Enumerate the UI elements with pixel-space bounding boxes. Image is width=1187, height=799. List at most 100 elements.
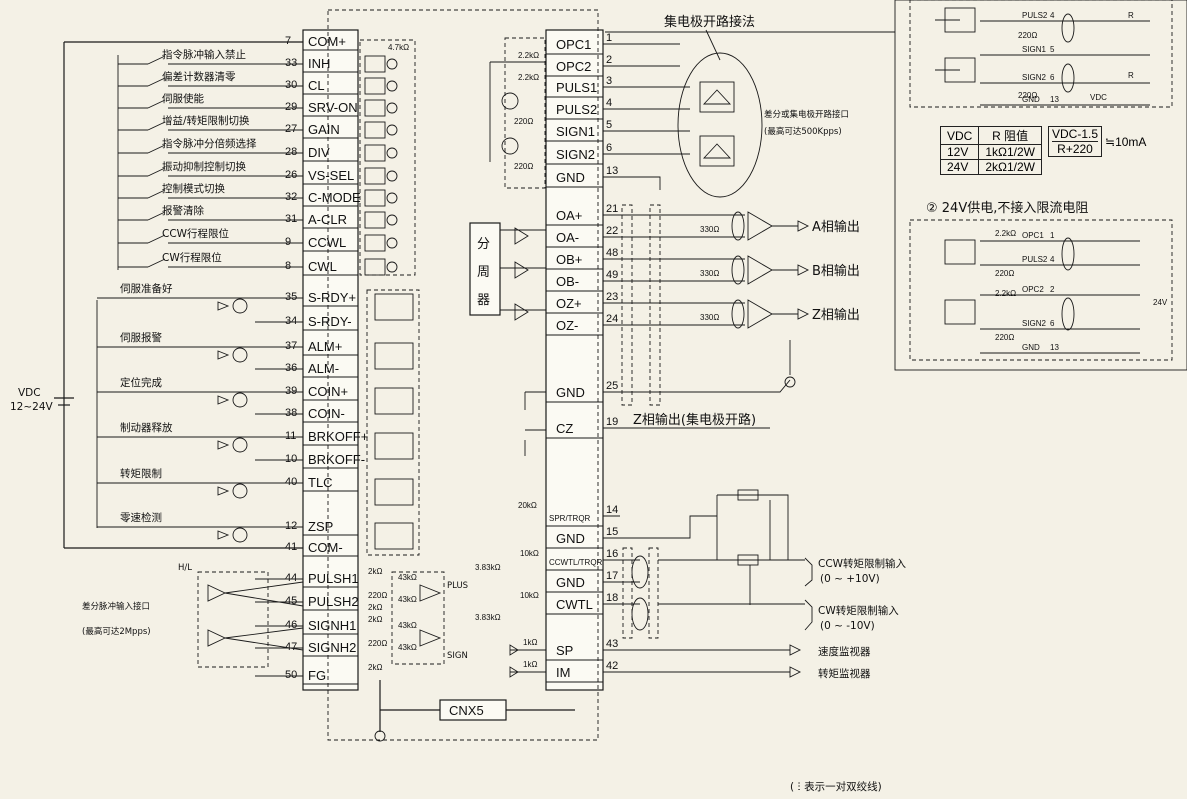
right-pin-name: CCWTL/TRQR: [549, 558, 603, 567]
twist-b-icon: [731, 255, 745, 285]
right-pin-name: CWTL: [556, 597, 593, 612]
relay-coil-icon: [232, 392, 248, 408]
output-signal-label: 伺服报警: [120, 331, 162, 344]
input-signal-label: 偏差计数器清零: [162, 70, 236, 83]
left-pin-name: BRKOFF+: [308, 429, 368, 444]
diode-icon: [217, 530, 230, 540]
pulse-led-2-icon: [501, 137, 519, 155]
left-pin-name: C-MODE: [308, 190, 361, 205]
res-2k-2: 2kΩ: [368, 603, 382, 612]
torque-braces: [804, 557, 813, 631]
diff-or-oc-label: 差分或集电极开路接口: [764, 109, 849, 120]
res-3k83-a: 3.83kΩ: [475, 563, 501, 572]
left-pin-name: DIV: [308, 145, 330, 160]
right-pin-number: 14: [606, 504, 618, 516]
inset-24v-pin-number: 13: [1050, 343, 1059, 352]
inset-top-vdc: VDC: [1090, 93, 1107, 102]
switch-icon: [147, 99, 166, 109]
output-optocoupler-icon: [374, 293, 414, 321]
relay-coil-icon: [232, 347, 248, 363]
left-pin-name: PULSH2: [308, 594, 359, 609]
res-220-a: 220Ω: [514, 117, 533, 126]
res-43k-2: 43kΩ: [398, 595, 417, 604]
relay-coil-icon: [232, 483, 248, 499]
left-pin-number: 50: [285, 669, 297, 681]
top-inset-dashbox: [909, 0, 1173, 108]
left-pin-name: ALM+: [308, 339, 342, 354]
formula-fraction: VDC-1.5 R+220: [1048, 126, 1103, 157]
res-10k-b: 10kΩ: [520, 591, 539, 600]
divider-drivers-icon: [514, 227, 529, 321]
left-pin-name: COM+: [308, 34, 346, 49]
line-driver-1-icon: [207, 584, 227, 602]
left-pin-name: FG: [308, 668, 326, 683]
right-pin-name: SPR/TRQR: [549, 514, 591, 523]
left-pin-number: 27: [285, 123, 297, 135]
vdc-label: VDC: [18, 387, 41, 399]
right-pin-name: SIGN1: [556, 124, 595, 139]
inset-top-220-b: 220Ω: [1018, 91, 1037, 100]
left-pin-name: BRKOFF-: [308, 452, 365, 467]
right-pin-number: 43: [606, 638, 618, 650]
right-pin-number: 18: [606, 592, 618, 604]
left-pin-number: 45: [285, 595, 297, 607]
inset-24v-dashbox: [909, 219, 1173, 361]
arrow-icons: [797, 220, 810, 320]
left-pin-number: 40: [285, 476, 297, 488]
output-signal-label: 伺服准备好: [120, 282, 173, 295]
input-led-icon: [386, 147, 398, 159]
switch-icon: [147, 55, 166, 65]
sign-label: SIGN: [447, 651, 468, 661]
left-pin-number: 28: [285, 146, 297, 158]
res-43k-4: 43kΩ: [398, 643, 417, 652]
inset-24v-pin-name: OPC1: [1022, 231, 1044, 240]
twist-cw-icon: [631, 597, 649, 631]
right-pin-number: 2: [606, 54, 612, 66]
phase-output-wires: [772, 225, 798, 315]
left-pin-number: 35: [285, 291, 297, 303]
pulse-optocoupler-ellipse: [677, 52, 763, 198]
input-led-icon: [386, 192, 398, 204]
diff-driver-dashbox: [197, 571, 269, 668]
output-signal-label: 制动器释放: [120, 421, 173, 434]
diff-pulse-if-label: 差分脉冲输入接口: [82, 601, 150, 612]
analog-shield-right: [648, 547, 659, 639]
twist-z-icon: [731, 299, 745, 329]
diode-icon: [217, 301, 230, 311]
pulse-gnd-wire: [603, 176, 661, 190]
divider-block: [469, 222, 501, 316]
left-pin-name: SIGNH2: [308, 640, 356, 655]
encoder-shield-right: [649, 204, 661, 406]
pulse-source-wires: [489, 61, 546, 162]
switch-icon: [147, 258, 166, 268]
res-10k-a: 10kΩ: [520, 549, 539, 558]
input-signal-label: CCW行程限位: [162, 227, 230, 240]
inset-24v-pin-number: 6: [1050, 319, 1055, 328]
analog-wires: [603, 515, 717, 605]
inset-24v-pin-name: PULS2: [1022, 255, 1048, 264]
divider-char: 器: [477, 293, 490, 308]
left-pin-number: 8: [285, 260, 291, 272]
left-pin-number: 31: [285, 213, 297, 225]
res-20k: 20kΩ: [518, 501, 537, 510]
diode-icon: [217, 350, 230, 360]
divider-char: 分: [477, 237, 490, 252]
monitor-driver-icons: [509, 644, 546, 678]
right-inset-panel: [894, 0, 1187, 371]
left-pin-number: 34: [285, 315, 297, 327]
left-pin-name: ZSP: [308, 519, 333, 534]
right-pin-number: 49: [606, 269, 618, 281]
encoder-gnd-wire: [603, 340, 791, 393]
right-pin-name: OPC2: [556, 59, 591, 74]
input-signal-label: 伺服使能: [162, 92, 204, 105]
right-pin-name: IM: [556, 665, 570, 680]
left-pin-name: COM-: [308, 540, 343, 555]
right-pin-number: 42: [606, 660, 618, 672]
twist-ccw-icon: [631, 555, 649, 589]
collector-title-leader: [705, 29, 721, 61]
table-cell: 1kΩ1/2W: [978, 144, 1042, 160]
input-optocoupler-icon: [364, 144, 386, 162]
formula-denominator: R+220: [1057, 142, 1093, 156]
right-pin-number: 1: [606, 32, 612, 44]
